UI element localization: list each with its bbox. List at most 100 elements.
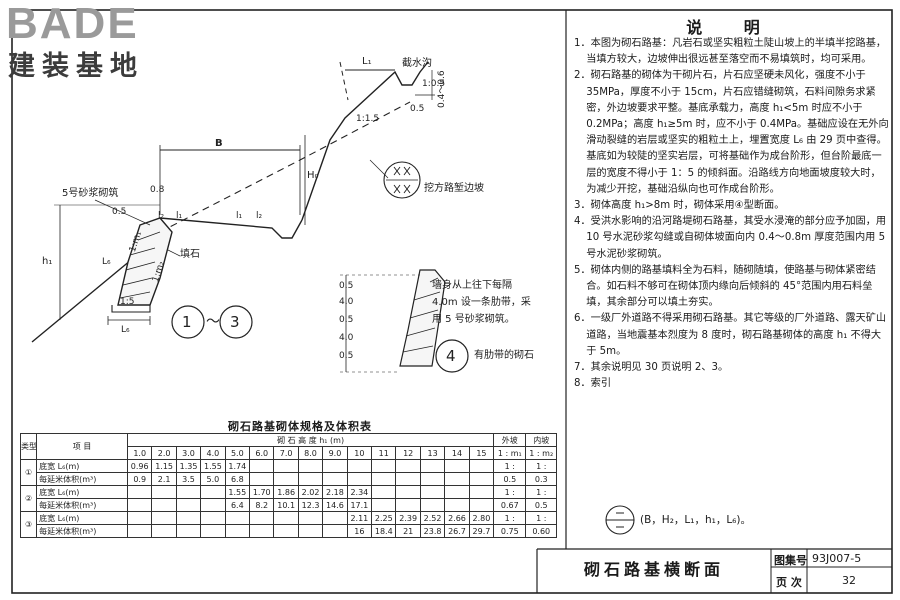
table-cell: 8.2	[249, 498, 275, 512]
description-item: 3．砌体高度 h₁>8m 时，砌体采用④型断面。	[574, 200, 785, 212]
label-rib-wall: 有肋带的砌石	[474, 350, 534, 361]
description-item: 1．本图为砌石路基：凡岩石或坚实粗粒土陡山坡上的半填半挖路基，当填方较大，边坡伸…	[574, 38, 887, 66]
row-item: 底宽 L₆(m)	[36, 485, 128, 499]
table-cell: 1.70	[249, 485, 275, 499]
table-cell	[200, 485, 226, 499]
table-cell: 17.1	[346, 498, 373, 512]
table-cell	[273, 472, 299, 486]
description-title: 说 明	[686, 18, 778, 37]
label-l1-left: l₁	[176, 211, 183, 221]
slope-inner: 0.60	[525, 524, 557, 538]
label-base-slope: 1:5	[120, 297, 135, 307]
table-cell	[151, 524, 177, 538]
page-label: 页 次	[776, 576, 802, 589]
table-cell: 1.35	[175, 459, 202, 473]
row-type: ①	[19, 459, 38, 486]
label-0.5: 0.5	[112, 207, 127, 217]
table-cell: 1.55	[200, 459, 226, 473]
description-item: 2．砌石路基的砌体为干砌片石，片石应坚硬未风化，强度不小于 35MPa，厚度不小…	[574, 70, 889, 195]
label-rib-0.5c: 0.5	[339, 351, 354, 361]
height-col: 2.0	[151, 446, 177, 460]
label-0.8: 0.8	[150, 185, 165, 195]
table-cell	[273, 459, 299, 473]
table-cell: 2.39	[395, 511, 421, 525]
table-cell: 0.96	[126, 459, 153, 473]
label-ditch-width: 0.5	[410, 104, 425, 114]
header-m-inner: 1 : m₂	[525, 446, 557, 460]
header-inner: 内坡	[525, 433, 557, 447]
table-cell: 6.4	[224, 498, 251, 512]
height-col: 14	[444, 446, 470, 460]
header-height: 砌 石 高 度 h₁ (m)	[126, 433, 495, 447]
cross-section-drawing	[31, 61, 469, 373]
table-cell	[444, 472, 470, 486]
header-item: 项 目	[36, 433, 128, 460]
table-cell: 2.1	[151, 472, 177, 486]
label-B: B	[215, 138, 223, 149]
table-cell	[444, 498, 470, 512]
label-h1: h₁	[42, 256, 53, 267]
table-cell: 23.8	[419, 524, 446, 538]
table-cell	[273, 511, 299, 525]
table-cell	[444, 485, 470, 499]
table-cell	[395, 472, 421, 486]
table-cell: 2.02	[297, 485, 324, 499]
table-cell	[395, 498, 421, 512]
table-cell	[151, 485, 177, 499]
table-cell: 2.25	[371, 511, 397, 525]
table-cell	[468, 459, 495, 473]
table-cell: 26.7	[444, 524, 470, 538]
table-header-row-1: 类型 项 目 砌 石 高 度 h₁ (m) 外坡 内坡	[19, 433, 557, 460]
label-ditch-slope: 1:0.5	[422, 79, 446, 89]
height-col: 8.0	[297, 446, 324, 460]
table-cell	[322, 459, 348, 473]
type-circle-3	[219, 305, 253, 339]
description-item: 5．砌体内侧的路基填料全为石料，随砌随填，使路基与砌体紧密结合。如石料不够可在砌…	[574, 264, 876, 309]
table-cell	[126, 498, 153, 512]
masonry-hatch	[119, 231, 161, 299]
label-rib-4.0b: 4.0	[339, 333, 354, 343]
table-cell: 1.55	[224, 485, 251, 499]
table-cell	[297, 459, 324, 473]
table-cell	[175, 511, 202, 525]
table-cell	[468, 485, 495, 499]
table-cell	[371, 498, 397, 512]
table-cell	[297, 524, 324, 538]
table-cell: 10.1	[273, 498, 299, 512]
table-cell: 1.86	[273, 485, 299, 499]
slope-inner: 0.5	[525, 498, 557, 512]
slope-inner: 1 :	[525, 485, 557, 499]
table-cell	[322, 524, 348, 538]
road-surface	[159, 217, 303, 239]
table-cell	[175, 524, 202, 538]
detail-index-circle	[383, 161, 421, 199]
table-cell	[297, 511, 324, 525]
slope-outer: 1 :	[493, 511, 527, 525]
height-col: 4.0	[200, 446, 226, 460]
rib-wall-note: 墙身从上往下每隔 4.0m 设一条肋带，采用 5 号砂浆砌筑。	[432, 280, 531, 325]
slope-inner: 1 :	[525, 459, 557, 473]
cut-slope	[301, 61, 429, 221]
table-cell	[249, 511, 275, 525]
table-cell	[371, 459, 397, 473]
table-cell	[419, 472, 446, 486]
spec-table: 类型 项 目 砌 石 高 度 h₁ (m) 外坡 内坡 1.0 2.0 3.0 …	[19, 433, 557, 538]
table-cell	[200, 511, 226, 525]
table-cell: 0.9	[126, 472, 153, 486]
table-cell: 1.74	[224, 459, 251, 473]
description-item: 6．一级厂外道路不得采用砌石路基。其它等级的厂外道路、露天矿山道路，当地震基本烈…	[574, 313, 887, 357]
slope-outer: 0.5	[493, 472, 527, 486]
label-ditch-depth: 0.4～0.6	[437, 70, 447, 108]
table-cell	[200, 524, 226, 538]
ring-label-4: 4	[446, 347, 456, 365]
label-l2-left: l₂	[158, 211, 165, 221]
header-outer: 外坡	[493, 433, 527, 447]
table-cell: 6.8	[224, 472, 251, 486]
ring-label-1: 1	[182, 313, 192, 331]
slope-outer: 1 :	[493, 485, 527, 499]
